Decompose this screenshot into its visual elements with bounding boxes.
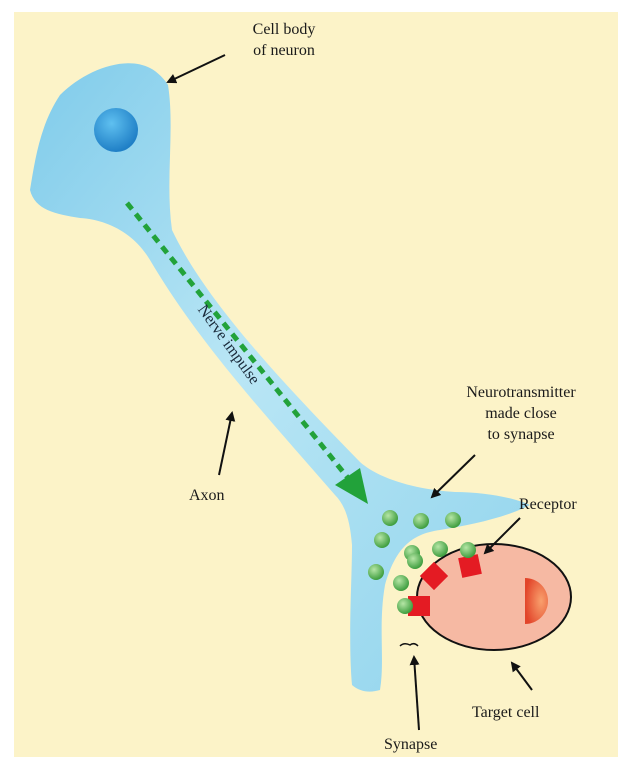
vesicle (374, 532, 390, 548)
receptor-label: Receptor (519, 494, 577, 515)
neurotransmitter-label-line1: Neurotransmitter (446, 382, 596, 403)
vesicle (368, 564, 384, 580)
vesicle (382, 510, 398, 526)
vesicle (407, 553, 423, 569)
vesicle (460, 542, 476, 558)
cell-body-label-line2: of neuron (232, 40, 336, 61)
vesicle (445, 512, 461, 528)
synapse-label: Synapse (384, 734, 437, 755)
neurotransmitter-label: Neurotransmitter made close to synapse (446, 382, 596, 445)
target-cell (417, 544, 571, 650)
vesicle (393, 575, 409, 591)
vesicle (413, 513, 429, 529)
neuron-nucleus (94, 108, 138, 152)
vesicle (397, 598, 413, 614)
cell-body-label: Cell body of neuron (232, 19, 336, 61)
target-cell-label: Target cell (472, 702, 539, 723)
neurotransmitter-label-line2: made close (446, 403, 596, 424)
cell-body-label-line1: Cell body (232, 19, 336, 40)
vesicle (432, 541, 448, 557)
axon-label: Axon (189, 485, 225, 506)
neurotransmitter-label-line3: to synapse (446, 424, 596, 445)
